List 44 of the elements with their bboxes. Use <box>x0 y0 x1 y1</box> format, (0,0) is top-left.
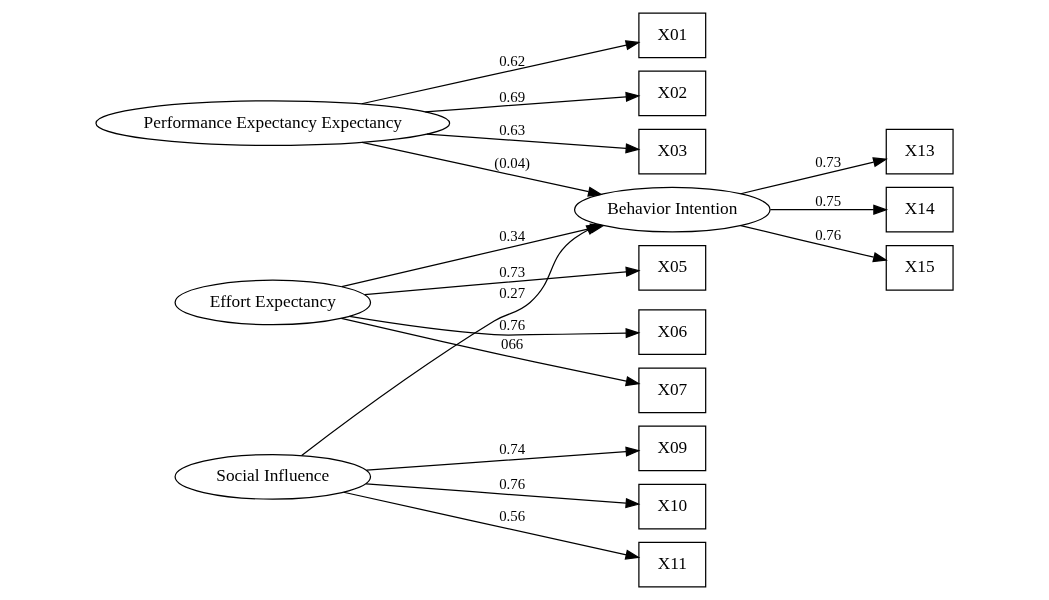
node-ellipse: Performance Expectancy Expectancy <box>95 100 451 146</box>
node-ellipse: Effort Expectancy <box>174 279 372 326</box>
node-box: X02 <box>638 70 707 117</box>
arrow <box>361 40 641 105</box>
edge-label: 0.73 <box>499 264 526 281</box>
node-box: X01 <box>638 12 707 59</box>
edge-label: 0.76 <box>499 475 526 492</box>
node-box: X15 <box>885 244 954 291</box>
node-box: X03 <box>638 128 707 175</box>
edge-label: 0.56 <box>499 507 526 524</box>
arrow <box>740 157 888 195</box>
edge-label: 0.63 <box>499 122 526 138</box>
edge-label: 0.27 <box>499 285 526 302</box>
edge-label: (0.04) <box>494 155 531 172</box>
arrow <box>366 446 641 471</box>
edge-label: 0.62 <box>499 52 526 69</box>
node-box: X13 <box>885 128 954 175</box>
arrow <box>365 483 641 509</box>
arrow <box>426 133 641 154</box>
edge-label: 066 <box>500 335 524 352</box>
arrow <box>349 315 641 339</box>
edge-label: 0.34 <box>499 228 526 245</box>
arrow <box>340 317 641 387</box>
arrow <box>301 224 602 457</box>
arrow <box>424 91 641 113</box>
node-box: X11 <box>638 541 707 588</box>
node-box: X09 <box>638 425 707 472</box>
edge-label: 0.74 <box>499 441 526 458</box>
arrow <box>364 266 641 296</box>
arrow <box>343 491 641 560</box>
node-box: X05 <box>638 244 707 291</box>
arrow <box>361 141 603 197</box>
node-box: X06 <box>638 309 707 356</box>
edge-label: 0.73 <box>815 154 842 171</box>
node-box: X07 <box>638 367 707 414</box>
node-box: X14 <box>885 186 954 233</box>
node-ellipse: Social Influence <box>174 454 372 500</box>
edge-label: 0.69 <box>499 88 526 105</box>
edge-label: 0.75 <box>815 192 842 209</box>
edge-label: 0.76 <box>815 227 842 244</box>
node-box: X10 <box>638 483 707 530</box>
arrow <box>740 225 888 263</box>
arrow <box>769 204 889 215</box>
edge-label: 0.76 <box>499 317 526 334</box>
